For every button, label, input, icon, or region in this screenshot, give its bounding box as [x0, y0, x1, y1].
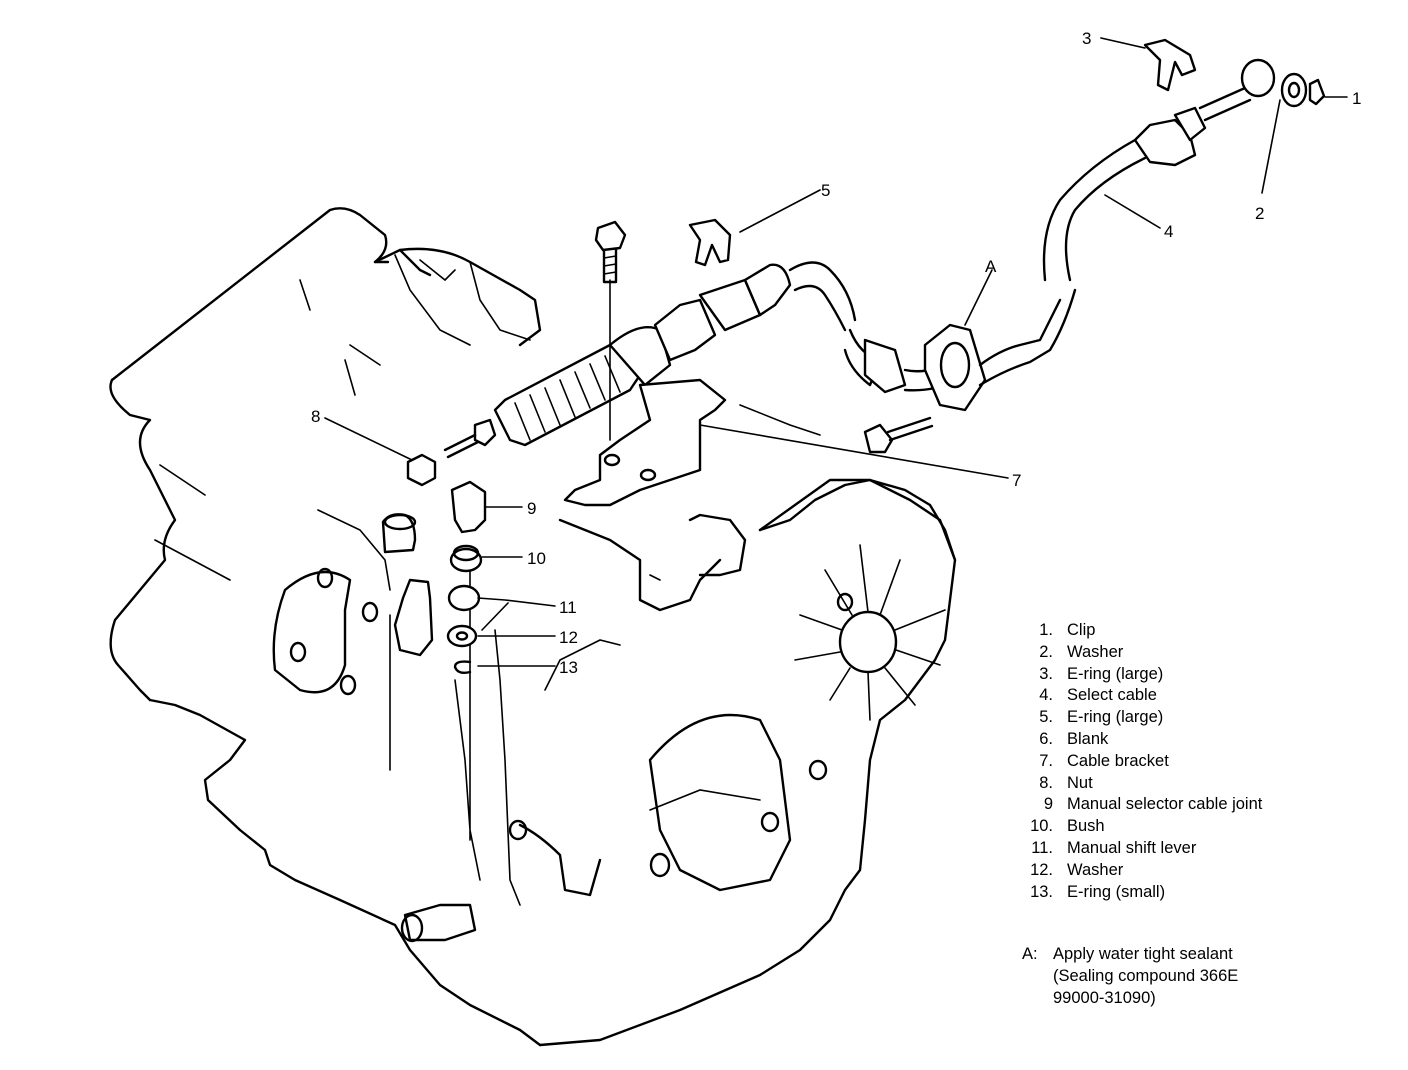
legend-item: 2. Washer — [1022, 642, 1402, 664]
callouts: 3 1 2 4 5 A 7 8 9 10 11 12 13 — [311, 29, 1361, 677]
legend-item: 7. Cable bracket — [1022, 751, 1402, 773]
legend-number: 9 — [1043, 795, 1053, 814]
sealant-note: A: Apply water tight sealant (Sealing co… — [1022, 944, 1402, 1009]
callout-9: 9 — [527, 499, 536, 518]
select-cable — [493, 58, 1326, 447]
legend-number: 8. — [1039, 773, 1053, 792]
e-ring-large-3 — [1143, 38, 1197, 92]
note-key: A: — [1022, 945, 1038, 963]
legend-number: 13. — [1030, 882, 1053, 901]
legend-label: Nut — [1067, 773, 1093, 792]
legend-item: 3. E-ring (large) — [1022, 664, 1402, 686]
callout-3: 3 — [1082, 29, 1091, 48]
leader-lines — [324, 37, 1348, 667]
legend-number: 6. — [1039, 729, 1053, 748]
legend-item: 5. E-ring (large) — [1022, 707, 1402, 729]
legend-number: 3. — [1039, 664, 1053, 683]
legend-number: 11. — [1031, 838, 1053, 857]
washer-12 — [446, 624, 478, 648]
legend-item: 10. Bush — [1022, 816, 1402, 838]
callout-a: A — [985, 257, 997, 276]
legend-number: 12. — [1030, 860, 1053, 879]
note-line: (Sealing compound 366E — [1053, 966, 1239, 985]
legend-number: 4. — [1039, 686, 1053, 705]
callout-2: 2 — [1255, 204, 1264, 223]
callout-10: 10 — [527, 549, 546, 568]
legend-item: 13. E-ring (small) — [1022, 882, 1402, 904]
legend-item: 1. Clip — [1022, 620, 1402, 642]
e-ring-large-5 — [688, 218, 732, 267]
legend-label: Clip — [1067, 621, 1096, 639]
note-text: Apply water tight sealant (Sealing compo… — [1053, 944, 1238, 1009]
note-line: 99000-31090) — [1053, 988, 1156, 1007]
legend-label: E-ring (large) — [1067, 708, 1164, 727]
parts-legend: 1. Clip 2. Washer 3. E-ring (large) 4. Selec… — [1022, 620, 1402, 903]
bolt — [594, 220, 627, 284]
callout-11: 11 — [559, 598, 577, 617]
manual-selector-cable-joint — [450, 480, 487, 534]
bush — [449, 544, 483, 573]
legend-label: E-ring (small) — [1067, 882, 1166, 901]
legend-label: Manual shift lever — [1067, 838, 1197, 857]
grommet-bolt — [863, 416, 934, 454]
note-line: Apply water tight sealant — [1053, 945, 1233, 963]
manual-shift-lever — [393, 578, 481, 657]
callout-12: 12 — [559, 628, 578, 647]
legend-label: Washer — [1067, 860, 1124, 879]
callout-8: 8 — [311, 407, 320, 426]
legend-label: Cable bracket — [1067, 751, 1169, 770]
legend-label: Bush — [1067, 817, 1105, 836]
legend-number: 10. — [1030, 817, 1053, 836]
legend-item: 9 Manual selector cable joint — [1022, 794, 1402, 816]
legend-label: E-ring (large) — [1067, 664, 1164, 683]
legend-number: 1. — [1039, 621, 1053, 639]
legend-label: Select cable — [1067, 686, 1157, 705]
legend-label: Manual selector cable joint — [1067, 795, 1263, 814]
legend-item: 12. Washer — [1022, 860, 1402, 882]
legend-label: Washer — [1067, 642, 1124, 661]
cable-bracket — [563, 378, 727, 507]
transmission-case — [109, 207, 957, 1047]
callout-4: 4 — [1164, 222, 1173, 241]
legend-item: 8. Nut — [1022, 773, 1402, 795]
legend-item: 6. Blank — [1022, 729, 1402, 751]
legend-label: Blank — [1067, 729, 1109, 748]
legend-number: 2. — [1039, 642, 1053, 661]
callout-1: 1 — [1352, 89, 1361, 108]
nut — [406, 453, 437, 487]
screw — [443, 418, 497, 459]
callout-5: 5 — [821, 181, 830, 200]
legend-item: 4. Select cable — [1022, 685, 1402, 707]
legend-number: 7. — [1039, 751, 1053, 770]
callout-7: 7 — [1012, 471, 1021, 490]
callout-13: 13 — [559, 658, 578, 677]
legend-item: 11. Manual shift lever — [1022, 838, 1402, 860]
e-ring-small — [453, 660, 472, 675]
legend-number: 5. — [1039, 708, 1053, 727]
